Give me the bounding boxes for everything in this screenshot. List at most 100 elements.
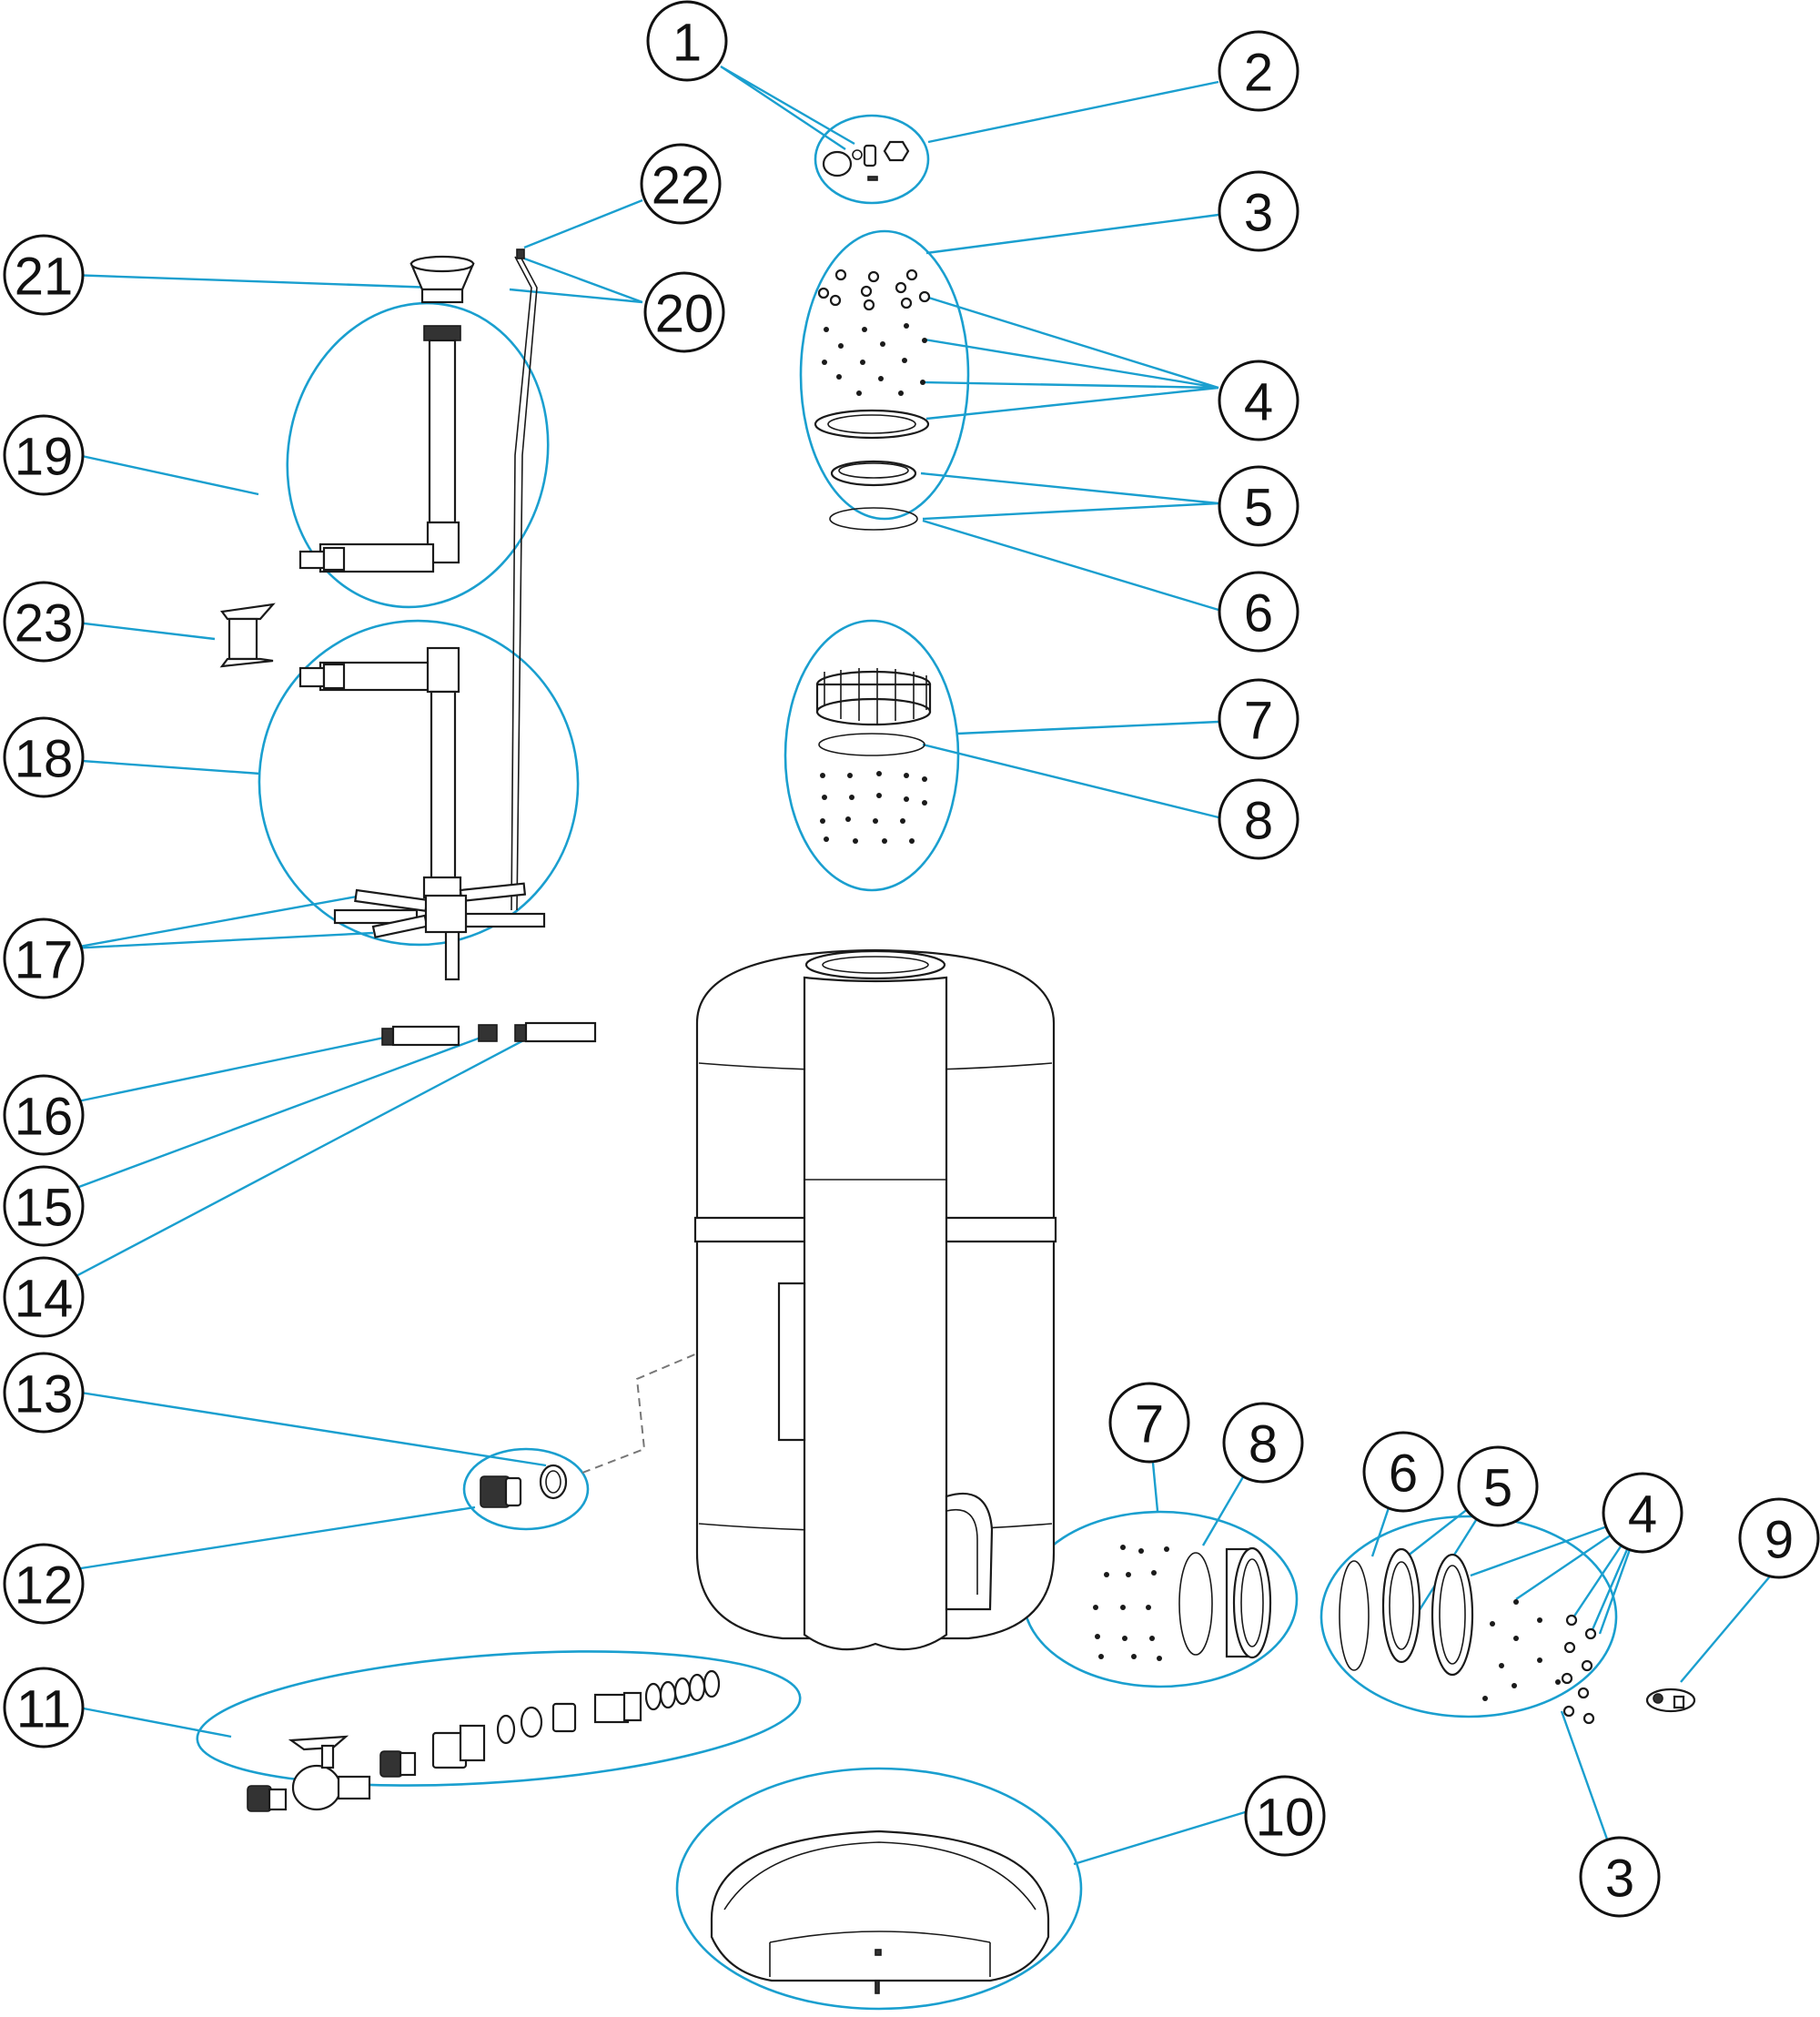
callout-number: 6 <box>1389 1444 1418 1504</box>
callout-c22: 22 <box>640 143 722 225</box>
callout-c7b: 7 <box>1108 1382 1190 1464</box>
callout-number: 19 <box>15 428 74 487</box>
callout-c10: 10 <box>1244 1775 1326 1857</box>
callout-c12: 12 <box>3 1543 85 1625</box>
group-part-11 <box>196 1650 802 1787</box>
callout-c6a: 6 <box>1218 571 1299 653</box>
callout-c18: 18 <box>3 716 85 798</box>
group-part-18 <box>258 619 580 947</box>
parts-14-16-short-pipes <box>381 1021 597 1047</box>
group-part-7-top <box>784 619 960 892</box>
callout-c20: 20 <box>643 271 725 353</box>
callout-circle <box>1218 170 1299 252</box>
parts-3-6-side <box>1339 1547 1597 1725</box>
callout-circle <box>1244 1775 1326 1857</box>
laterals-17 <box>333 882 546 981</box>
callout-number: 6 <box>1244 584 1273 644</box>
callout-c17: 17 <box>3 917 85 999</box>
callout-circle <box>3 414 85 496</box>
callout-circle <box>1457 1445 1539 1527</box>
callout-circle <box>1602 1472 1684 1554</box>
group-part-3-top <box>799 229 970 521</box>
callout-number: 8 <box>1249 1415 1278 1475</box>
callout-circle <box>646 0 728 82</box>
callout-circle <box>3 1543 85 1625</box>
callout-circle <box>3 1165 85 1247</box>
callout-number: 21 <box>15 248 74 307</box>
callout-c3a: 3 <box>1218 170 1299 252</box>
callout-c7a: 7 <box>1218 678 1299 760</box>
callout-number: 20 <box>655 285 714 344</box>
callout-c19: 19 <box>3 414 85 496</box>
callout-number: 16 <box>15 1088 74 1147</box>
callout-circle <box>1362 1431 1444 1513</box>
parts-12-13-union <box>480 1464 568 1508</box>
callout-circle <box>1218 360 1299 441</box>
leader-lines <box>68 65 1780 1876</box>
callout-number: 5 <box>1244 479 1273 538</box>
callout-circle <box>3 1352 85 1434</box>
callout-number: 11 <box>16 1680 71 1739</box>
part-23-clamp <box>219 603 276 668</box>
callout-number: 7 <box>1135 1395 1164 1454</box>
callout-circle <box>3 234 85 316</box>
part-18-lower-pipe <box>298 646 546 981</box>
callout-circle <box>1218 30 1299 112</box>
part-9-drain <box>1645 1688 1696 1713</box>
callout-c16: 16 <box>3 1074 85 1156</box>
callout-circle <box>1218 465 1299 547</box>
callout-number: 23 <box>15 594 74 654</box>
callout-circle <box>1222 1402 1304 1484</box>
callout-number: 8 <box>1244 792 1273 851</box>
callout-c15: 15 <box>3 1165 85 1247</box>
group-part-1-2 <box>814 114 930 205</box>
part-7-8-top <box>815 668 932 844</box>
callout-number: 14 <box>15 1270 74 1329</box>
callout-number: 10 <box>1256 1789 1315 1848</box>
parts-7-8-side <box>1093 1545 1272 1661</box>
callout-circle <box>3 581 85 663</box>
callout-circle <box>3 716 85 798</box>
o-ring-top-8 <box>818 733 925 756</box>
callout-c8b: 8 <box>1222 1402 1304 1484</box>
callout-c4a: 4 <box>1218 360 1299 441</box>
callout-c23: 23 <box>3 581 85 663</box>
callout-c11: 11 <box>3 1667 85 1748</box>
callout-c4b: 4 <box>1602 1472 1684 1554</box>
callout-circle <box>1218 571 1299 653</box>
air-tube-20 <box>516 256 538 911</box>
callout-circle <box>3 1256 85 1338</box>
part-10-base <box>710 1829 1050 1994</box>
callout-c5b: 5 <box>1457 1445 1539 1527</box>
callout-number: 17 <box>15 931 74 990</box>
callout-number: 1 <box>672 14 702 73</box>
callout-number: 4 <box>1244 373 1273 432</box>
callout-number: 2 <box>1244 44 1273 103</box>
callout-c5a: 5 <box>1218 465 1299 547</box>
callout-number: 9 <box>1764 1511 1794 1570</box>
callout-number: 18 <box>15 730 74 789</box>
callout-number: 13 <box>15 1365 74 1424</box>
callout-number: 22 <box>652 157 711 216</box>
callout-number: 15 <box>15 1179 74 1238</box>
callout-c8a: 8 <box>1218 778 1299 860</box>
group-part-3-side <box>1320 1515 1618 1718</box>
callout-circle <box>3 1074 85 1156</box>
group-part-12-13 <box>462 1447 590 1531</box>
callout-number: 4 <box>1628 1485 1657 1545</box>
callout-number: 3 <box>1244 184 1273 243</box>
callout-c3b: 3 <box>1579 1836 1661 1918</box>
callout-circle <box>643 271 725 353</box>
callout-number: 5 <box>1483 1459 1512 1518</box>
callout-circle <box>3 917 85 999</box>
group-part-19 <box>286 301 550 609</box>
callout-number: 12 <box>15 1556 74 1616</box>
lid-top <box>830 460 917 487</box>
callout-c6b: 6 <box>1362 1431 1444 1513</box>
group-ellipses <box>196 114 1618 2011</box>
callout-circle <box>640 143 722 225</box>
callout-c9: 9 <box>1738 1497 1820 1579</box>
callout-number: 3 <box>1605 1850 1634 1909</box>
callout-circle <box>1218 678 1299 760</box>
callout-c13: 13 <box>3 1352 85 1434</box>
